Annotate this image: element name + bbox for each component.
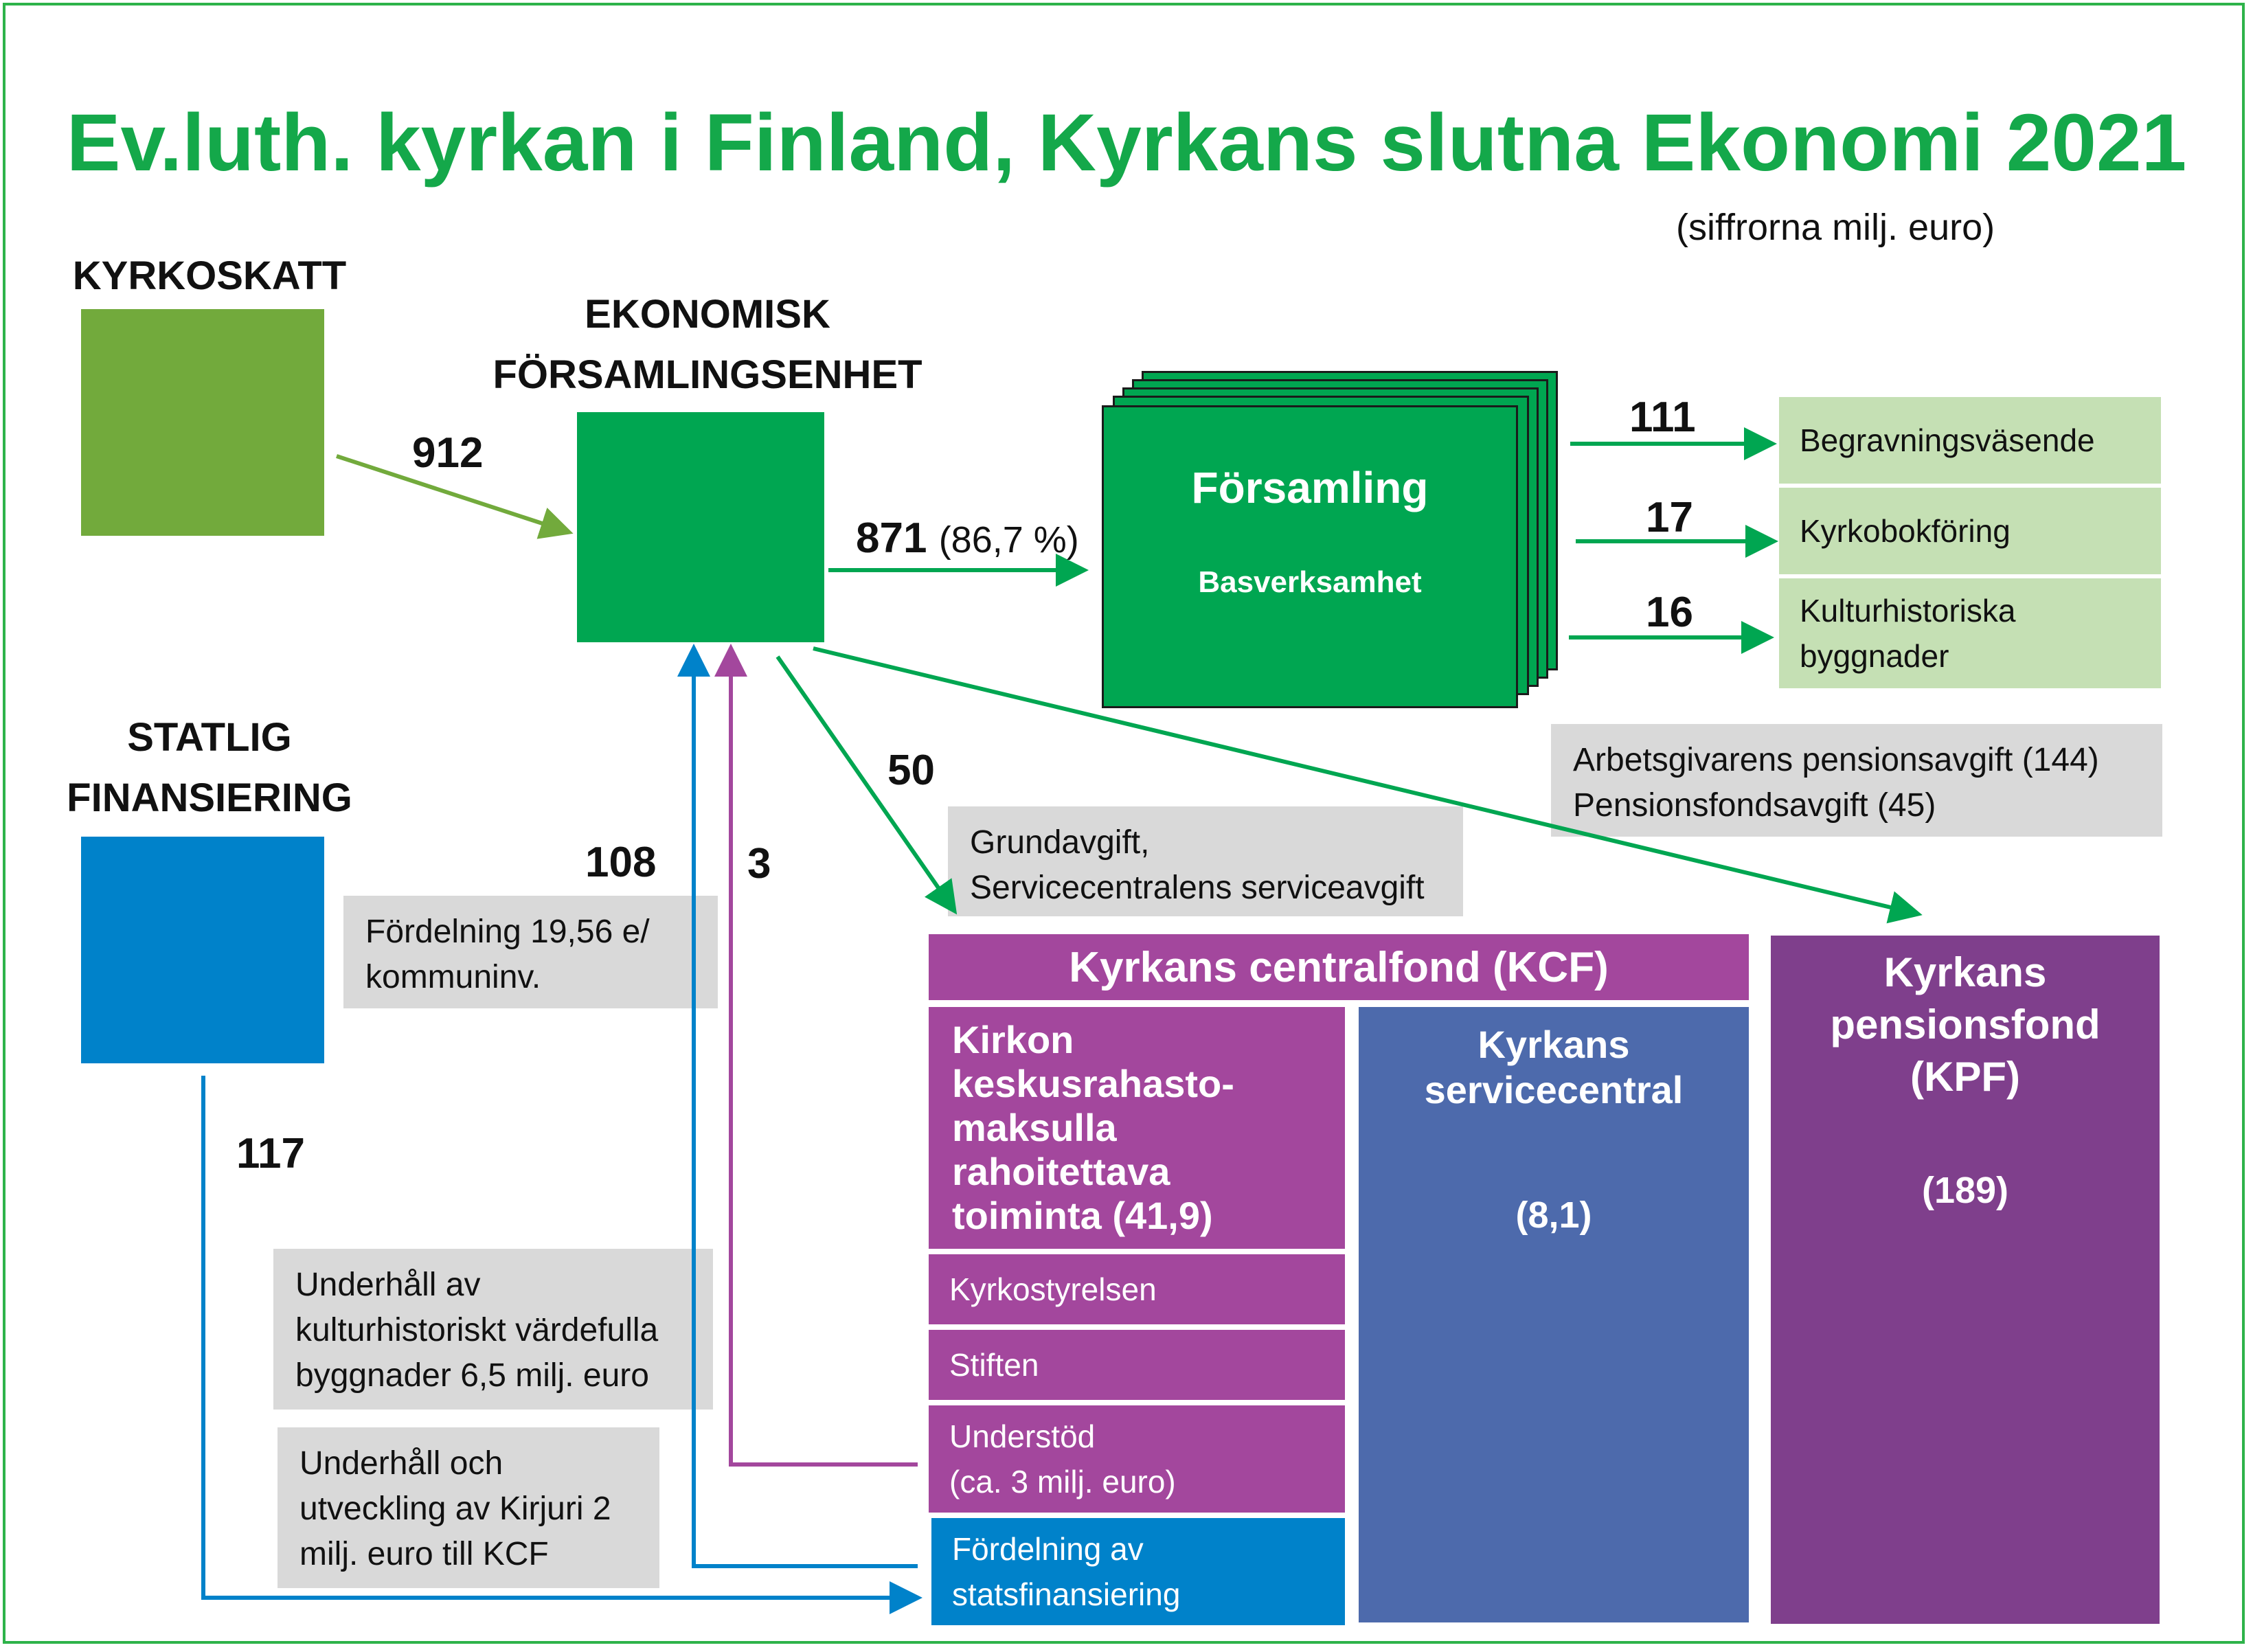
arrow-kcf-fordelning-to-unit bbox=[677, 644, 918, 1568]
pension-note: Arbetsgivarens pensionsavgift (144) Pens… bbox=[1551, 724, 2162, 837]
kyrkostyrelsen-cell: Kyrkostyrelsen bbox=[929, 1254, 1345, 1324]
pension-note-line2: Pensionsfondsavgift (45) bbox=[1573, 787, 1936, 824]
pension-note-line1: Arbetsgivarens pensionsavgift (144) bbox=[1573, 742, 2099, 778]
understod-line2: (ca. 3 milj. euro) bbox=[949, 1464, 1176, 1500]
kirkon-line2: keskusrahasto- bbox=[952, 1062, 1234, 1105]
kirkon-line1: Kirkon bbox=[952, 1018, 1074, 1061]
kirkon-line4: rahoitettava bbox=[952, 1150, 1170, 1193]
kcf-fordelning-line1: Fördelning av bbox=[952, 1531, 1144, 1567]
kirkon-box: Kirkon keskusrahasto- maksulla rahoitett… bbox=[929, 1007, 1345, 1249]
kcf-header: Kyrkans centralfond (KCF) bbox=[929, 934, 1749, 1000]
flow-871: 871 (86,7 %) bbox=[856, 514, 1079, 563]
statlig-box bbox=[81, 837, 324, 1063]
understod-cell: Understöd (ca. 3 milj. euro) bbox=[929, 1405, 1345, 1513]
flow-17: 17 bbox=[1646, 494, 1693, 541]
forsamling-box: Församling Basverksamhet bbox=[1102, 405, 1518, 708]
underhall-note-2: Underhåll och utveckling av Kirjuri 2 mi… bbox=[278, 1427, 659, 1588]
underhall-note-1-line3: byggnader 6,5 milj. euro bbox=[295, 1357, 649, 1394]
fordelning-note: Fördelning 19,56 e/ kommuninv. bbox=[343, 896, 718, 1008]
unit-label-line1: EKONOMISK bbox=[585, 292, 830, 337]
flow-50: 50 bbox=[887, 747, 935, 794]
understod-line1: Understöd bbox=[949, 1418, 1096, 1454]
statlig-label-line1: STATLIG bbox=[127, 715, 292, 760]
kpf-box: Kyrkans pensionsfond (KPF) (189) bbox=[1771, 936, 2160, 1624]
unit-box bbox=[577, 412, 824, 642]
underhall-note-2-line2: utveckling av Kirjuri 2 bbox=[299, 1491, 611, 1527]
arrow-unit-to-kcf bbox=[775, 655, 958, 915]
kyrkoskatt-label: KYRKOSKATT bbox=[72, 253, 347, 298]
green-frame bbox=[3, 3, 2245, 1644]
flow-871-note: (86,7 %) bbox=[938, 519, 1079, 561]
flow-108: 108 bbox=[585, 839, 657, 886]
servicecentral-value: (8,1) bbox=[1515, 1195, 1592, 1236]
unit-note: (siffrorna milj. euro) bbox=[1676, 207, 1995, 248]
arrow-unit-to-kpf bbox=[813, 646, 1923, 924]
stiften-cell: Stiften bbox=[929, 1330, 1345, 1400]
kirkon-line3: maksulla bbox=[952, 1106, 1117, 1149]
flow-3: 3 bbox=[747, 840, 771, 887]
flow-871-value: 871 bbox=[856, 514, 927, 562]
statlig-label: STATLIG FINANSIERING bbox=[41, 708, 378, 828]
page-title: Ev.luth. kyrkan i Finland, Kyrkans slutn… bbox=[66, 98, 2187, 188]
fordelning-note-line2: kommuninv. bbox=[365, 959, 541, 995]
kcf-fordelning-cell: Fördelning av statsfinansiering bbox=[931, 1518, 1345, 1625]
forsamling-title: Församling bbox=[1191, 463, 1429, 512]
kultur-line2: byggnader bbox=[1800, 638, 1949, 674]
kpf-line2: pensionsfond bbox=[1830, 1002, 2101, 1048]
fordelning-note-line1: Fördelning 19,56 e/ bbox=[365, 914, 650, 950]
arrow-tax-to-unit bbox=[336, 454, 574, 539]
kpf-value: (189) bbox=[1921, 1170, 2009, 1211]
kultur-box: Kulturhistoriska byggnader bbox=[1779, 578, 2161, 688]
statlig-label-line2: FINANSIERING bbox=[67, 776, 352, 820]
kirkon-line5: toiminta (41,9) bbox=[952, 1194, 1213, 1237]
unit-label-line2: FÖRSAMLINGSENHET bbox=[493, 352, 922, 397]
kyrkoskatt-box bbox=[81, 309, 324, 536]
arrow-state-to-kcf bbox=[201, 1076, 922, 1614]
grund-note-line1: Grundavgift, bbox=[970, 824, 1150, 861]
flow-16: 16 bbox=[1646, 589, 1693, 636]
grund-note: Grundavgift, Servicecentralens serviceav… bbox=[948, 806, 1463, 916]
underhall-note-2-line3: milj. euro till KCF bbox=[299, 1536, 549, 1572]
grund-note-line2: Servicecentralens serviceavgift bbox=[970, 870, 1425, 906]
servicecentral-line2: servicecentral bbox=[1424, 1068, 1684, 1111]
servicecentral-line1: Kyrkans bbox=[1478, 1023, 1630, 1066]
kpf-title: Kyrkans pensionsfond (KPF) bbox=[1771, 947, 2160, 1103]
kultur-line1: Kulturhistoriska bbox=[1800, 593, 2016, 629]
flow-912: 912 bbox=[412, 429, 484, 477]
forsamling-subtitle: Basverksamhet bbox=[1198, 565, 1422, 599]
flow-111: 111 bbox=[1629, 394, 1696, 441]
underhall-note-1-line1: Underhåll av bbox=[295, 1267, 481, 1303]
kyrkobok-box: Kyrkobokföring bbox=[1779, 488, 2161, 574]
underhall-note-1: Underhåll av kulturhistoriskt värdefulla… bbox=[273, 1249, 713, 1410]
kpf-line3: (KPF) bbox=[1910, 1054, 2020, 1100]
kcf-fordelning-line2: statsfinansiering bbox=[952, 1576, 1181, 1612]
underhall-note-1-line2: kulturhistoriskt värdefulla bbox=[295, 1312, 659, 1348]
arrow-understod-to-unit bbox=[714, 644, 918, 1467]
kpf-line1: Kyrkans bbox=[1883, 949, 2047, 995]
unit-label: EKONOMISK FÖRSAMLINGSENHET bbox=[440, 284, 975, 405]
servicecentral-box: Kyrkans servicecentral (8,1) bbox=[1359, 1007, 1749, 1622]
flow-117: 117 bbox=[236, 1130, 306, 1177]
begravning-box: Begravningsväsende bbox=[1779, 397, 2161, 484]
underhall-note-2-line1: Underhåll och bbox=[299, 1445, 503, 1482]
servicecentral-title: Kyrkans servicecentral bbox=[1359, 1022, 1749, 1113]
